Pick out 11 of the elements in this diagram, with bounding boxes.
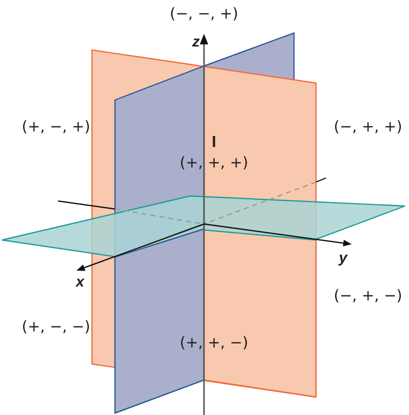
octant-sign-label: (−, +, +) bbox=[334, 120, 402, 134]
axis-label: y bbox=[338, 250, 348, 266]
octant-sign-label: (+, −, +) bbox=[22, 120, 90, 134]
octant-sign-label: (−, −, +) bbox=[170, 6, 238, 22]
octant-sign-label: (−, +, −) bbox=[334, 288, 402, 304]
axis-label: x bbox=[76, 274, 84, 290]
axis-label: z bbox=[192, 34, 200, 50]
octant-sign-label: (+, +, +) bbox=[180, 156, 248, 170]
octant-sign-label: (+, −, −) bbox=[22, 320, 90, 334]
octant-sign-label: (+, +, −) bbox=[180, 336, 248, 350]
octant-numeral: I bbox=[212, 135, 216, 151]
